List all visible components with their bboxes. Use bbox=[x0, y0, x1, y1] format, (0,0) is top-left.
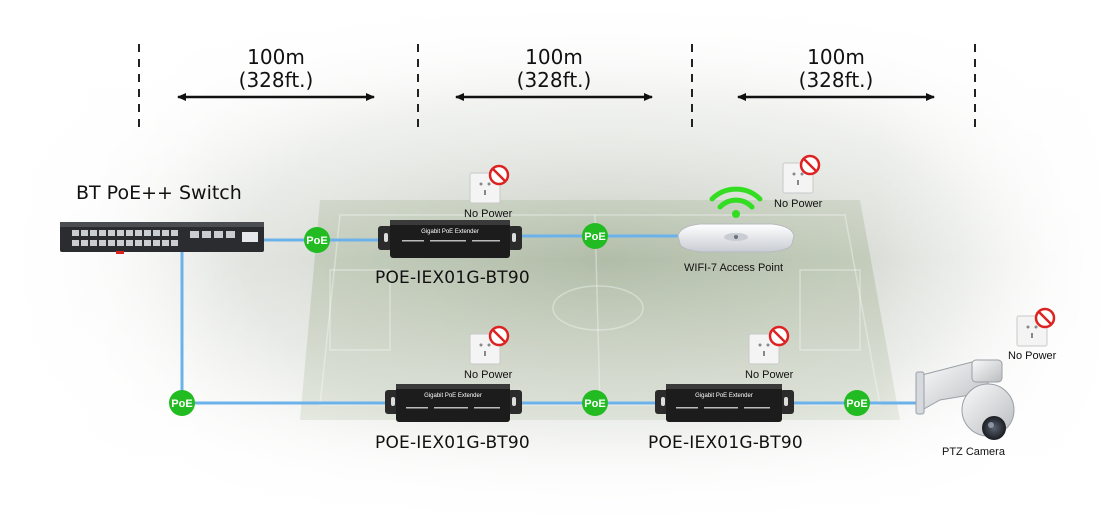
extender-face-title: Gigabit PoE Extender bbox=[421, 229, 479, 235]
distance-label: 100m (328ft.) bbox=[196, 46, 356, 92]
prohibited-icon bbox=[768, 325, 790, 347]
distance-value: 100m bbox=[247, 45, 305, 69]
no-power-label: No Power bbox=[774, 198, 823, 210]
poe-badge bbox=[844, 390, 870, 416]
poe-badge bbox=[582, 390, 608, 416]
poe-badge-label: PoE bbox=[846, 398, 867, 410]
extender-model-label: POE-IEX01G-BT90 bbox=[648, 433, 803, 453]
wifi-signal-icon bbox=[709, 186, 763, 218]
distance-imperial: (328ft.) bbox=[238, 68, 314, 92]
prohibited-icon bbox=[488, 325, 510, 347]
poe-badge-label: PoE bbox=[584, 231, 605, 243]
extender-model-label: POE-IEX01G-BT90 bbox=[375, 268, 530, 288]
no-power-label: No Power bbox=[464, 208, 513, 220]
distance-label: 100m (328ft.) bbox=[756, 46, 916, 92]
distance-value: 100m bbox=[807, 45, 865, 69]
poe-extender bbox=[385, 384, 522, 422]
distance-imperial: (328ft.) bbox=[516, 68, 592, 92]
distance-imperial: (328ft.) bbox=[798, 68, 874, 92]
distance-label: 100m (328ft.) bbox=[474, 46, 634, 92]
access-point bbox=[677, 223, 795, 253]
poe-badge bbox=[304, 227, 330, 253]
poe-switch bbox=[60, 222, 264, 254]
poe-badge-label: PoE bbox=[306, 235, 327, 247]
switch-label: BT PoE++ Switch bbox=[76, 182, 242, 204]
switch-ports bbox=[72, 230, 235, 246]
extender-model-label: POE-IEX01G-BT90 bbox=[375, 433, 530, 453]
extender-face-title: Gigabit PoE Extender bbox=[424, 393, 482, 399]
poe-extender bbox=[655, 384, 794, 422]
ptz-camera bbox=[915, 359, 1015, 440]
prohibited-icon bbox=[799, 154, 821, 176]
prohibited-icon bbox=[1034, 307, 1056, 329]
no-power-label: No Power bbox=[464, 369, 513, 381]
distance-value: 100m bbox=[525, 45, 583, 69]
poe-badge-label: PoE bbox=[584, 398, 605, 410]
no-power-label: No Power bbox=[745, 369, 794, 381]
poe-badge-label: PoE bbox=[171, 398, 192, 410]
access-point-label: WIFI-7 Access Point bbox=[684, 262, 784, 274]
poe-badge bbox=[169, 390, 195, 416]
prohibited-icon bbox=[488, 164, 510, 186]
camera-label: PTZ Camera bbox=[942, 446, 1005, 458]
poe-extender bbox=[378, 220, 522, 258]
no-power-label: No Power bbox=[1008, 350, 1057, 362]
extender-face-title: Gigabit PoE Extender bbox=[695, 393, 753, 399]
poe-badge bbox=[582, 223, 608, 249]
